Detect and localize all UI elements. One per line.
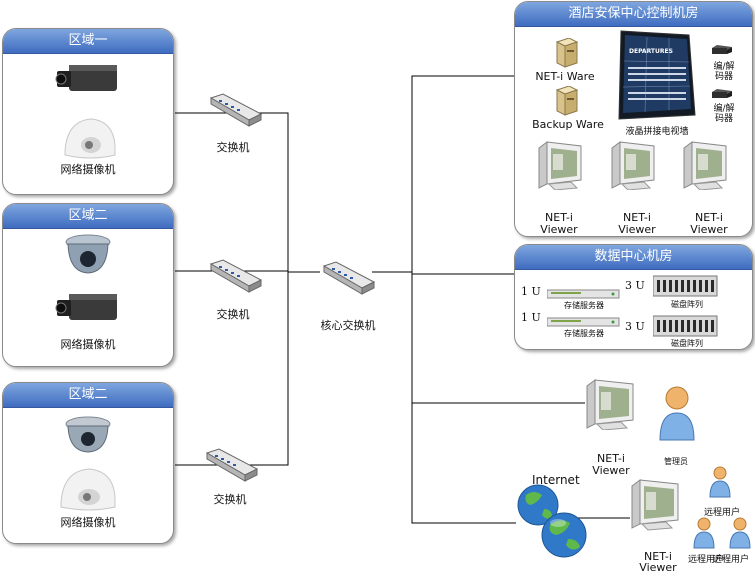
switch-icon <box>205 448 259 482</box>
control-room-panel: 酒店安保中心控制机房 NET-i Ware Backup Ware DEPART… <box>514 1 753 237</box>
admin-user-icon <box>659 386 695 441</box>
viewer-label-line1: NET-i <box>623 211 651 224</box>
viewer-label-line2: Viewer <box>618 223 656 236</box>
zone-title: 区域二 <box>3 204 173 229</box>
server-icon <box>555 86 579 116</box>
switch-label: 交换机 <box>216 141 250 154</box>
zone-panel-2: 区域二 网络摄像机 <box>2 203 174 367</box>
storage-server-icon <box>547 317 620 327</box>
server-icon <box>555 38 579 68</box>
dome-camera-icon <box>60 468 116 511</box>
video-wall-screen-text: DEPARTURES <box>629 48 673 55</box>
codec-label: 编/解码器 <box>713 62 735 82</box>
remote-user-label: 远程用户 <box>712 555 749 565</box>
switch-label: 交换机 <box>213 493 247 506</box>
distribution-bus-line <box>411 75 516 524</box>
storage-server-icon <box>547 289 620 299</box>
remote-user-icon <box>693 517 715 549</box>
switch-label: 交换机 <box>216 308 250 321</box>
netiware-label: NET-i Ware <box>535 70 595 83</box>
storage-server-label: 存储服务器 <box>564 329 604 338</box>
rack-unit-label: 3 U <box>625 320 645 333</box>
core-switch-icon <box>322 261 376 295</box>
rack-unit-label: 1 U <box>521 311 541 324</box>
zone-panel-1: 区域一 网络摄像机 <box>2 28 174 195</box>
viewer-label-line1: NET-i <box>597 452 625 465</box>
box-camera-icon <box>55 65 117 91</box>
zone-panel-3: 区域二 网络摄像机 <box>2 382 174 544</box>
dome-camera-icon <box>65 234 111 274</box>
remote-user-icon <box>709 466 731 498</box>
remote-user-label: 远程用户 <box>703 508 740 518</box>
viewer-label-line2: Viewer <box>540 223 578 236</box>
box-camera-icon <box>55 294 117 320</box>
workstation-icon <box>586 379 634 430</box>
viewer-label-line1: NET-i <box>644 550 672 563</box>
backupware-label: Backup Ware <box>532 118 604 131</box>
workstation-icon <box>683 141 727 190</box>
zone-title: 区域一 <box>3 29 173 54</box>
remote-user-label: 远程用户 <box>687 555 724 565</box>
disk-array-label: 磁盘阵列 <box>671 339 703 348</box>
data-center-panel: 数据中心机房 1 U 存储服务器 3 U 磁盘阵列 1 U 存储服务器 3 U … <box>514 244 753 350</box>
rack-unit-label: 3 U <box>625 279 645 292</box>
workstation-icon <box>631 479 679 531</box>
globe-icon <box>517 484 587 558</box>
control-room-title: 酒店安保中心控制机房 <box>515 2 752 27</box>
disk-array-icon <box>653 315 718 337</box>
storage-server-label: 存储服务器 <box>564 301 604 310</box>
core-switch-label: 核心交换机 <box>320 319 376 332</box>
codec-label: 编/解码器 <box>713 104 735 124</box>
viewer-label-line2: Viewer <box>690 223 728 236</box>
camera-label: 网络摄像机 <box>60 516 116 529</box>
disk-array-label: 磁盘阵列 <box>671 300 703 309</box>
dome-camera-icon <box>64 118 116 159</box>
workstation-icon <box>538 141 582 190</box>
disk-array-icon <box>653 275 718 297</box>
camera-label: 网络摄像机 <box>60 338 116 351</box>
data-center-title: 数据中心机房 <box>515 245 752 270</box>
workstation-icon <box>611 141 655 190</box>
switch-icon <box>209 259 263 293</box>
viewer-label-line1: NET-i <box>695 211 723 224</box>
viewer-label-line2: Viewer <box>639 561 677 574</box>
internet-label: Internet <box>532 473 580 487</box>
viewer-label-line2: Viewer <box>592 464 630 477</box>
remote-user-icon <box>729 517 751 549</box>
codec-icon <box>712 89 732 98</box>
camera-label: 网络摄像机 <box>60 163 116 176</box>
video-wall-icon: DEPARTURES <box>618 30 696 120</box>
zone-title: 区域二 <box>3 383 173 408</box>
dome-camera-icon <box>65 416 111 453</box>
viewer-label-line1: NET-i <box>545 211 573 224</box>
codec-icon <box>712 45 732 54</box>
videowall-caption: 液晶拼接电视墙 <box>625 127 689 137</box>
admin-label: 管理员 <box>664 457 688 466</box>
rack-unit-label: 1 U <box>521 285 541 298</box>
switch-icon <box>209 93 263 127</box>
